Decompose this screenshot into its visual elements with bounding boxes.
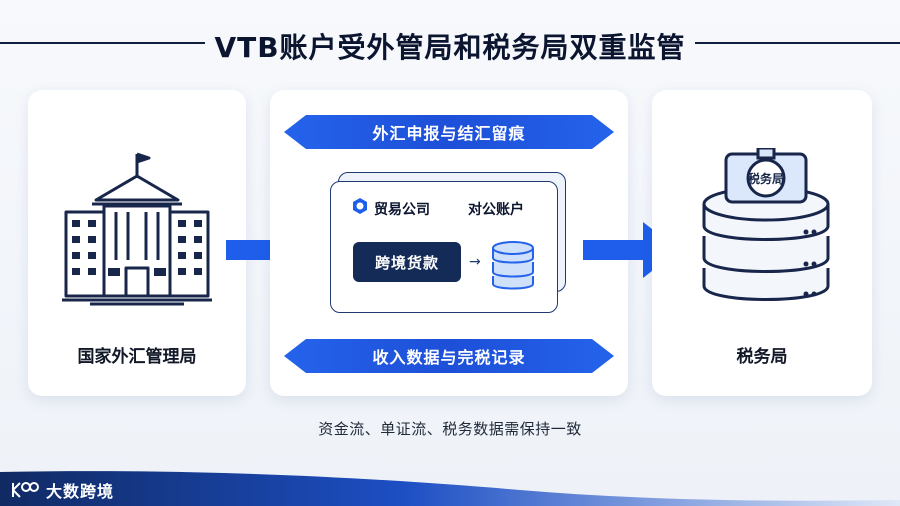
company-name: 贸易公司 xyxy=(374,202,430,218)
forex-declaration-banner: 外汇申报与结汇留痕 xyxy=(284,115,614,149)
brand: 大数跨境 xyxy=(10,478,114,502)
title-bar: VTB账户受外管局和税务局双重监管 xyxy=(0,18,900,68)
database-with-tax-seal-icon: 税务局 xyxy=(702,148,830,301)
tax-bureau-card: 税务局 税务局 xyxy=(652,90,872,396)
small-arrow-icon: → xyxy=(469,254,481,270)
government-building-icon xyxy=(62,152,212,306)
safe-label: 国家外汇管理局 xyxy=(77,347,197,367)
tax-seal-text: 税务局 xyxy=(748,171,784,186)
company-hexagon-icon xyxy=(353,198,367,214)
title-rule-right xyxy=(695,42,900,44)
database-icon xyxy=(492,241,534,290)
title-rule-left xyxy=(0,42,205,44)
brand-name: 大数跨境 xyxy=(46,482,115,501)
page-title: VTB账户受外管局和税务局双重监管 xyxy=(214,31,686,64)
brand-logo-icon xyxy=(12,482,39,498)
footer-wave xyxy=(0,471,900,506)
safe-card: 国家外汇管理局 xyxy=(28,90,246,396)
tax-bureau-label: 税务局 xyxy=(736,347,788,367)
consistency-caption: 资金流、单证流、税务数据需保持一致 xyxy=(318,420,582,438)
cross-border-payment: 跨境货款 xyxy=(353,242,461,282)
account-type: 对公账户 xyxy=(468,202,524,218)
corporate-account-card: 贸易公司 对公账户 跨境货款 → xyxy=(330,181,558,313)
tax-records-banner: 收入数据与完税记录 xyxy=(284,339,614,373)
